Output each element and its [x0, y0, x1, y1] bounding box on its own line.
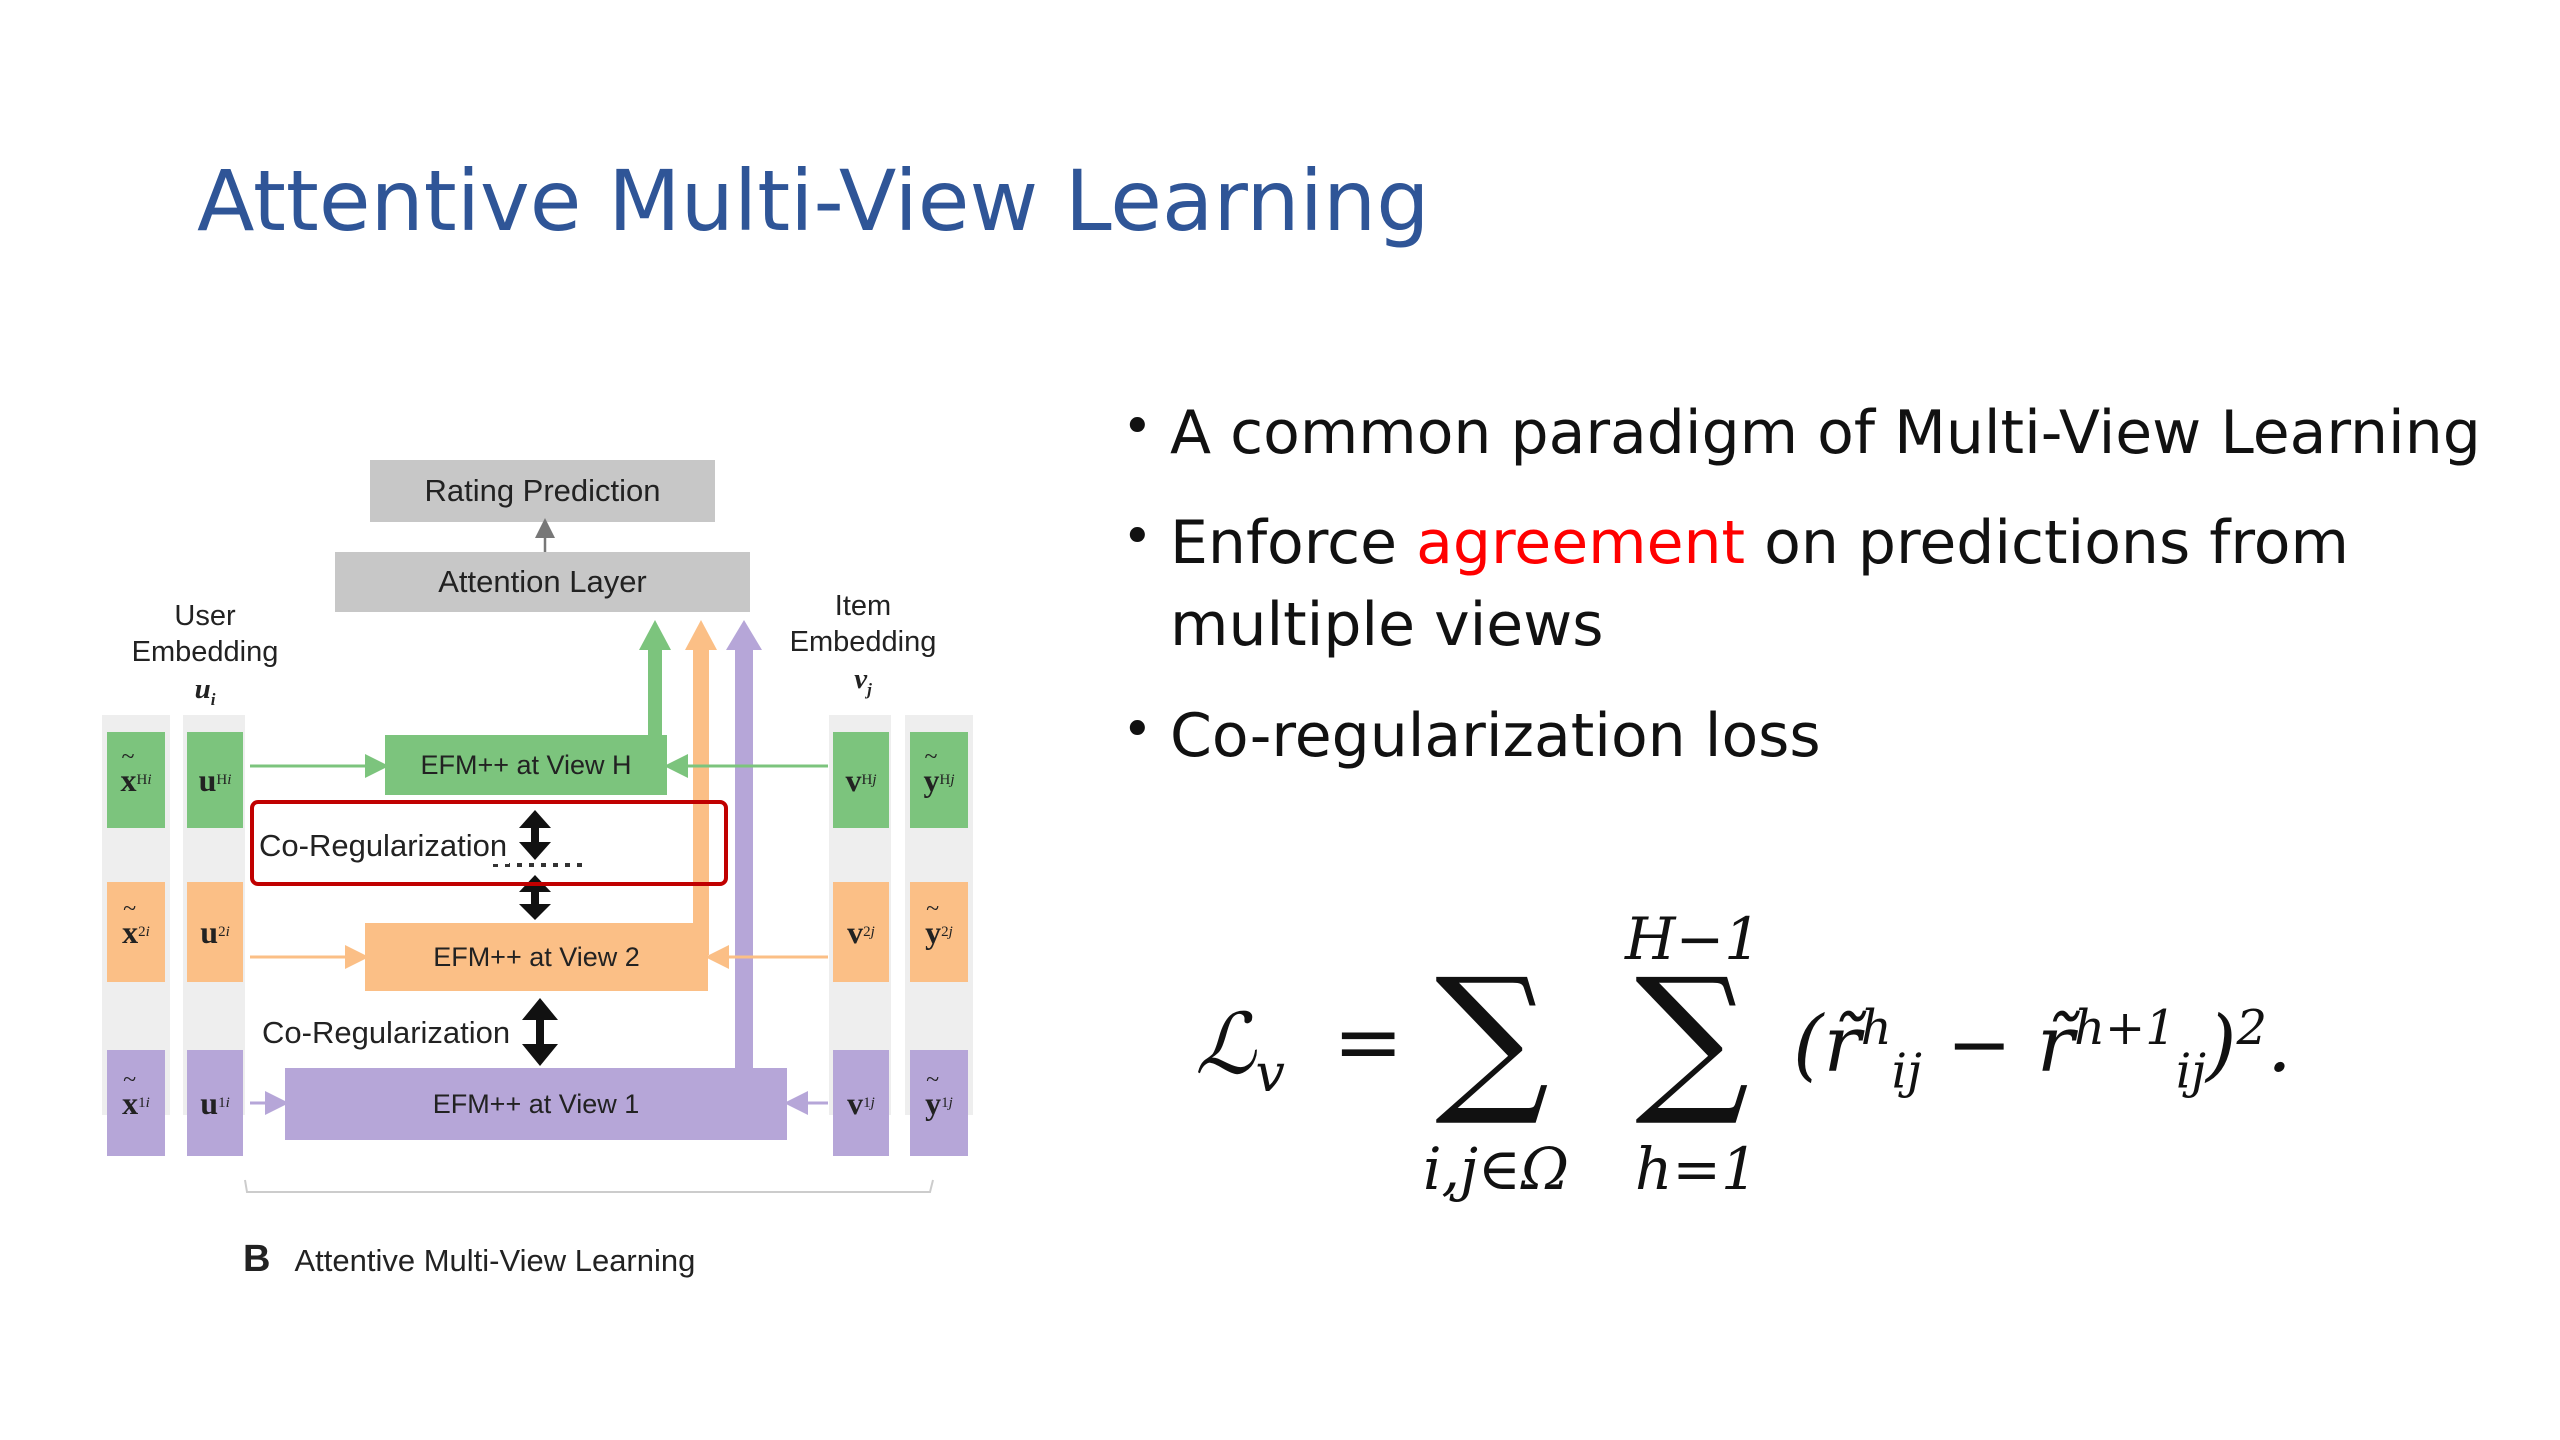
user-var: u — [194, 672, 211, 705]
bullet-coreg-loss: Co-regularization loss — [1122, 695, 2502, 777]
x-tilde-h-cell: xHi — [107, 732, 165, 828]
user-label-line1: User — [174, 600, 236, 632]
figure-caption: B Attentive Multi-View Learning — [243, 1238, 695, 1281]
x-tilde-1-cell: x1i — [107, 1050, 165, 1156]
coregularization-formula: ℒv = H−1 ∑ ∑ i,j∈Ω h=1 (r̃hij − r̃h+1ij)… — [1195, 905, 2395, 1225]
attention-layer-box: Attention Layer — [335, 552, 750, 612]
formula-sum-2: ∑ — [1635, 943, 1750, 1130]
bullet-multi-view-paradigm: A common paradigm of Multi-View Learning — [1122, 392, 2502, 474]
coreg-double-arrow-bottom — [522, 998, 558, 1066]
agreement-highlight: agreement — [1416, 508, 1746, 579]
y-tilde-1-cell: y1j — [910, 1050, 968, 1156]
coreg-double-arrow-top — [519, 810, 551, 860]
formula-lower-limit-1: i,j∈Ω — [1423, 1135, 1569, 1203]
orange-up-arrow-head — [685, 620, 717, 650]
attentive-multi-view-diagram: Rating Prediction Attention Layer User E… — [95, 460, 995, 1310]
green-up-arrow-head — [639, 620, 671, 650]
formula-lhs: ℒv — [1195, 995, 1285, 1104]
formula-sum-1: ∑ — [1435, 943, 1550, 1130]
formula-lower-limit-2: h=1 — [1635, 1135, 1758, 1203]
caption-letter: B — [243, 1238, 271, 1280]
slide-title: Attentive Multi-View Learning — [197, 152, 1430, 250]
item-var-sub: j — [867, 679, 872, 699]
y-tilde-h-cell: yHj — [910, 732, 968, 828]
coregularization-label-bottom: Co-Regularization — [260, 1015, 513, 1051]
efm-view-2-box: EFM++ at View 2 — [365, 923, 708, 991]
formula-equals: = — [1333, 993, 1404, 1091]
coregularization-label-top: Co-Regularization — [257, 828, 510, 864]
purple-up-arrow-head — [726, 620, 762, 650]
bullet-enforce-agreement: Enforce agreement on predictions from mu… — [1122, 502, 2502, 666]
coregularization-highlight-box — [250, 800, 728, 886]
bottom-bracket — [244, 1179, 934, 1193]
user-label-line2: Embedding — [131, 636, 279, 669]
user-embedding-label: User Embedding ui — [95, 598, 315, 710]
formula-upper-limit: H−1 — [1625, 905, 1762, 973]
item-label-line2: Embedding — [789, 626, 937, 659]
user-var-sub: i — [210, 689, 216, 709]
rating-prediction-box: Rating Prediction — [370, 460, 715, 522]
green-up-arrow-shaft — [648, 650, 662, 735]
item-embedding-label: Item Embedding vj — [773, 588, 953, 700]
efm-view-h-box: EFM++ at View H — [385, 735, 667, 795]
diagram-arrows — [244, 518, 934, 1193]
y-tilde-2-cell: y2j — [910, 882, 968, 982]
formula-body: (r̃hij − r̃h+1ij)2. — [1793, 1000, 2292, 1100]
x-tilde-2-cell: x2i — [107, 882, 165, 982]
efm-view-1-box: EFM++ at View 1 — [285, 1068, 787, 1140]
item-label-line1: Item — [834, 590, 892, 622]
item-var: v — [854, 662, 868, 695]
caption-text: Attentive Multi-View Learning — [294, 1243, 696, 1278]
purple-up-arrow-shaft — [735, 650, 753, 1068]
bullet-list: A common paradigm of Multi-View Learning… — [1122, 392, 2502, 805]
